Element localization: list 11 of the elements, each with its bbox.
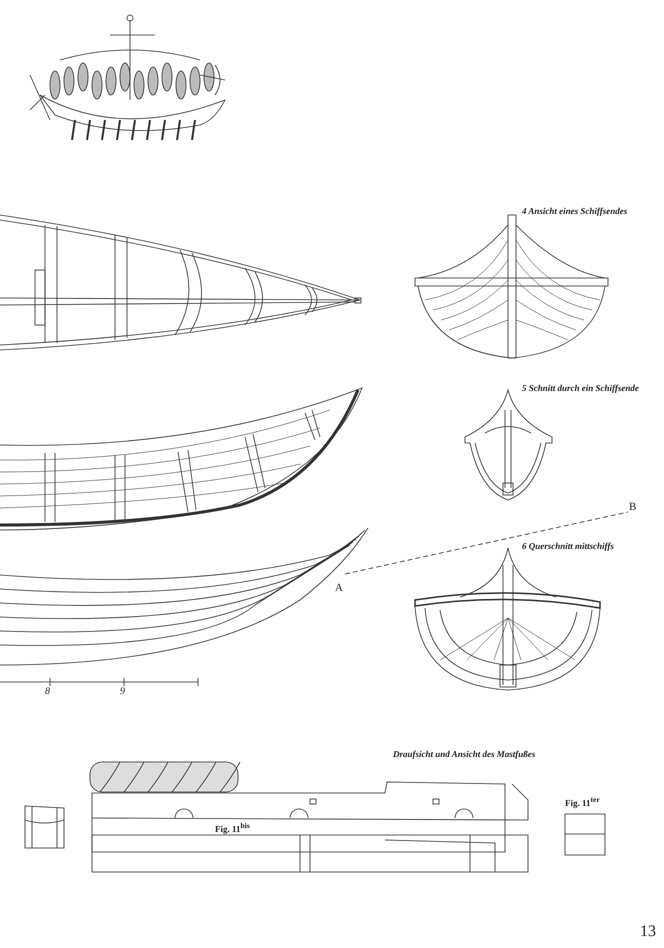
scale-number: 9	[120, 687, 125, 697]
figure-label: Fig. 11$^{bis}$	[215, 822, 250, 834]
figure-caption: Draufsicht und Ansicht des Mastfußes	[393, 750, 536, 759]
figure-caption: 4 Ansicht eines Schiffsendes	[522, 207, 628, 216]
figure-label: Fig. 11$^{ter}$	[565, 796, 600, 808]
figure-caption: 6 Querschnitt mittschiffs	[522, 542, 614, 551]
figure-caption: 5 Schnitt durch ein Schiffsende	[522, 384, 639, 393]
section-letter: B	[629, 502, 636, 513]
scale-number: 8	[45, 687, 50, 697]
section-letter: A	[335, 583, 343, 594]
page-number: 13	[640, 924, 656, 940]
